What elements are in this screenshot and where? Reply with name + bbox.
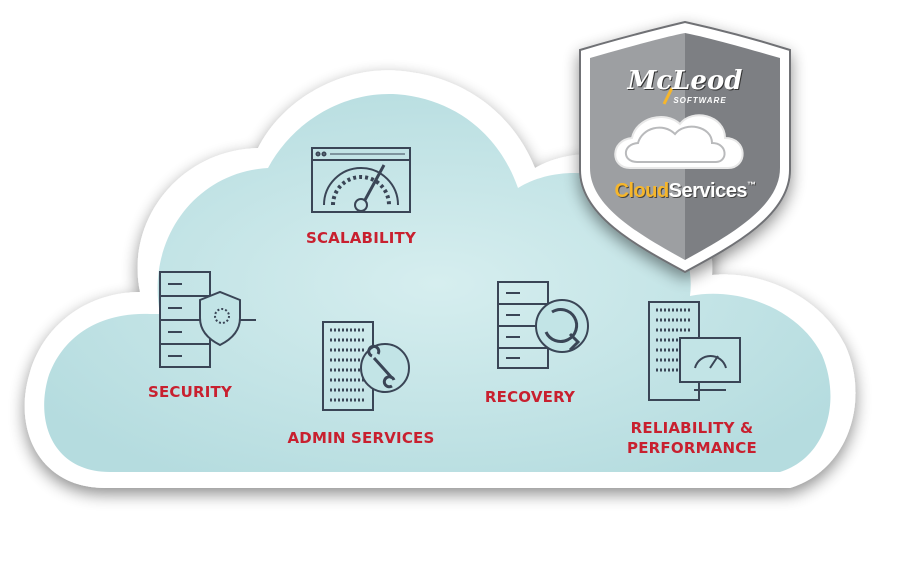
reliability-label-line2: PERFORMANCE xyxy=(627,439,757,457)
brand-logo: McLeod xyxy=(627,66,743,96)
server-shield-icon xyxy=(159,271,256,368)
product-name-part1: Cloud xyxy=(614,180,670,202)
admin-services-label: ADMIN SERVICES xyxy=(287,429,435,447)
reliability-label: RELIABILITY & PERFORMANCE xyxy=(622,418,762,458)
badge-cloud-icon xyxy=(614,114,744,169)
recovery-label: RECOVERY xyxy=(484,388,576,406)
brand-sub: SOFTWARE xyxy=(673,96,727,105)
scalability-label: SCALABILITY xyxy=(305,229,417,247)
reliability-label-line1: RELIABILITY & xyxy=(630,419,754,437)
server-monitor-icon xyxy=(648,301,741,401)
product-name: CloudServices™ xyxy=(610,180,760,203)
mcleod-badge xyxy=(579,20,791,274)
server-refresh-icon xyxy=(497,281,589,369)
server-wrench-icon xyxy=(322,321,410,411)
speedometer-icon xyxy=(311,147,411,213)
product-name-part2: Services xyxy=(668,180,748,202)
trademark: ™ xyxy=(746,180,756,190)
security-label: SECURITY xyxy=(147,383,233,401)
